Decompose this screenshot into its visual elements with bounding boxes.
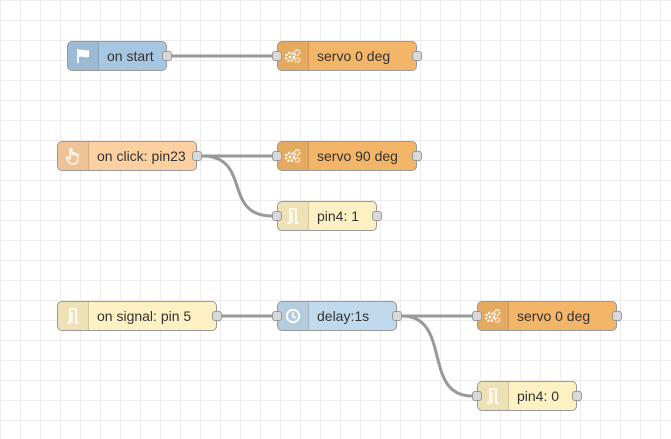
node-label: on click: pin23: [97, 148, 186, 164]
node-label: servo 0 deg: [517, 308, 591, 324]
node-on-signal-pin5[interactable]: on signal: pin 5: [57, 301, 222, 331]
cogs-icon: [278, 142, 309, 170]
clock-icon: [278, 302, 309, 330]
node-label: servo 0 deg: [317, 48, 391, 64]
input-port[interactable]: [472, 311, 482, 321]
output-port[interactable]: [412, 51, 422, 61]
input-port[interactable]: [272, 211, 282, 221]
node-label: on start: [107, 48, 154, 64]
output-port[interactable]: [572, 391, 582, 401]
node-servo-90-deg[interactable]: servo 90 deg: [272, 141, 422, 171]
signal-pulse-icon: [278, 202, 309, 230]
node-label: pin4: 0: [517, 388, 560, 404]
output-port[interactable]: [612, 311, 622, 321]
node-on-start[interactable]: on start: [67, 41, 172, 71]
node-label: delay:1s: [317, 308, 370, 324]
node-pin4-1[interactable]: pin4: 1: [272, 201, 382, 231]
node-label: pin4: 1: [317, 208, 360, 224]
node-servo-0-deg[interactable]: servo 0 deg: [272, 41, 422, 71]
input-port[interactable]: [272, 51, 282, 61]
wire-delay-to-pin4-0[interactable]: [401, 314, 473, 398]
node-label: servo 90 deg: [317, 148, 398, 164]
output-port[interactable]: [412, 151, 422, 161]
input-port[interactable]: [272, 311, 282, 321]
output-port[interactable]: [392, 311, 402, 321]
signal-pulse-icon: [58, 302, 89, 330]
signal-pulse-icon: [478, 382, 509, 410]
node-on-click-pin23[interactable]: on click: pin23: [57, 141, 202, 171]
cogs-icon: [478, 302, 509, 330]
hand-pointer-icon: [58, 142, 89, 170]
flag-icon: [68, 42, 99, 70]
output-port[interactable]: [192, 151, 202, 161]
output-port[interactable]: [372, 211, 382, 221]
input-port[interactable]: [272, 151, 282, 161]
input-port[interactable]: [472, 391, 482, 401]
node-servo-0-deg-2[interactable]: servo 0 deg: [472, 301, 622, 331]
output-port[interactable]: [212, 311, 222, 321]
node-label: on signal: pin 5: [97, 308, 192, 324]
cogs-icon: [278, 42, 309, 70]
wire-on-click-to-pin4-1[interactable]: [201, 154, 273, 218]
node-pin4-0[interactable]: pin4: 0: [472, 381, 582, 411]
node-delay-1s[interactable]: delay:1s: [272, 301, 402, 331]
output-port[interactable]: [162, 51, 172, 61]
